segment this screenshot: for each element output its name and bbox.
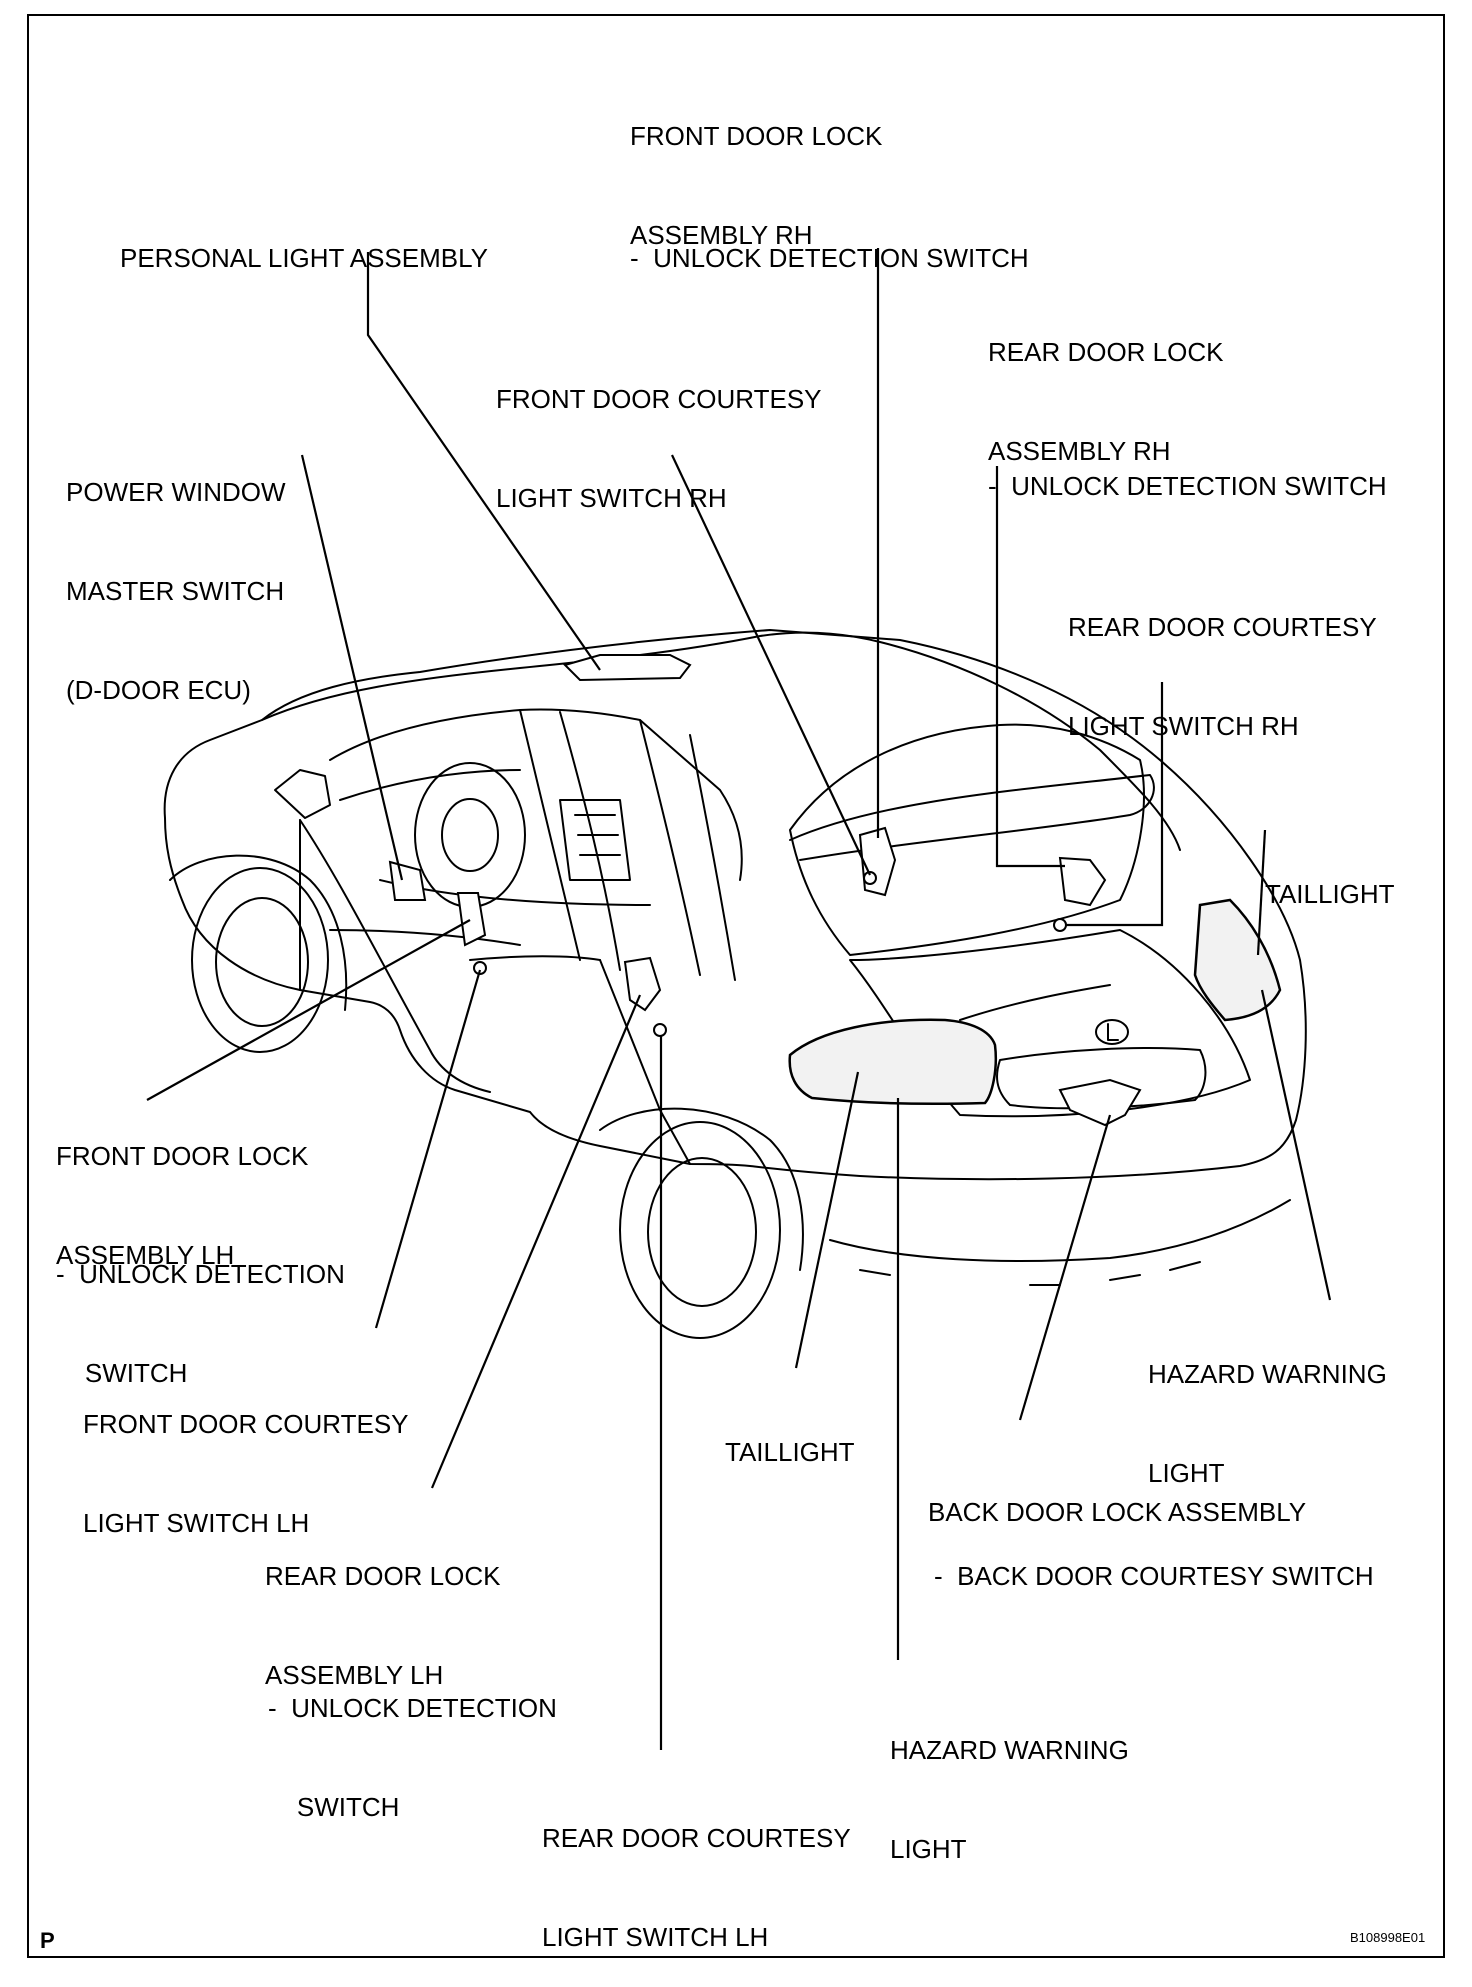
label-line: ASSEMBLY LH xyxy=(265,1660,444,1690)
back-door-lock-part xyxy=(1058,1078,1142,1127)
vehicle-plate-recess xyxy=(996,1047,1207,1110)
label-line: LIGHT xyxy=(890,1834,967,1864)
personal-light-part xyxy=(563,654,692,682)
page-mark: P xyxy=(40,1928,55,1953)
label-line: FRONT DOOR LOCK xyxy=(630,121,883,151)
label-back-door-sub: - BACK DOOR COURTESY SWITCH xyxy=(934,1494,1374,1626)
leader-rear-lock-lh xyxy=(430,994,642,1489)
label-line: FRONT DOOR LOCK xyxy=(56,1141,309,1171)
vehicle-rear-door xyxy=(599,959,691,1165)
label-front-door-lock-rh: FRONT DOOR LOCK ASSEMBLY RH xyxy=(630,54,882,285)
label-line: TAILLIGHT xyxy=(725,1437,855,1467)
label-line: (D-DOOR ECU) xyxy=(66,675,251,705)
vehicle-rear-bumper xyxy=(829,1199,1291,1262)
vehicle-emblem xyxy=(1095,1019,1129,1045)
power-window-part xyxy=(388,860,427,901)
leader-back-door-lock xyxy=(1018,1114,1112,1421)
label-front-door-lock-lh: FRONT DOOR LOCK ASSEMBLY LH xyxy=(56,1074,308,1305)
vehicle-windshield xyxy=(329,708,743,881)
label-line: BACK DOOR LOCK ASSEMBLY xyxy=(928,1497,1307,1527)
front-courtesy-rh-part xyxy=(863,871,877,885)
label-front-door-lock-rh-sub: - UNLOCK DETECTION SWITCH xyxy=(630,176,1029,308)
vehicle-b-pillar xyxy=(639,719,701,976)
label-line: FRONT DOOR COURTESY xyxy=(496,384,822,414)
leader-front-courtesy-lh xyxy=(374,969,482,1329)
label-line: LIGHT xyxy=(1148,1458,1225,1488)
vehicle-steering-wheel xyxy=(414,762,526,908)
label-line: HAZARD WARNING xyxy=(1148,1359,1387,1389)
label-back-door-lock: BACK DOOR LOCK ASSEMBLY xyxy=(928,1430,1306,1562)
label-line: LIGHT SWITCH RH xyxy=(1068,711,1299,741)
label-line: SWITCH xyxy=(56,1358,188,1388)
leader-rear-lock-rh xyxy=(995,466,1065,868)
label-line: LIGHT SWITCH LH xyxy=(83,1508,310,1538)
label-line: REAR DOOR COURTESY xyxy=(542,1823,851,1853)
label-line: REAR DOOR LOCK xyxy=(988,337,1224,367)
label-power-window: POWER WINDOW MASTER SWITCH (D-DOOR ECU) xyxy=(66,410,286,740)
front-courtesy-lh-part xyxy=(473,961,487,975)
label-line: ASSEMBLY RH xyxy=(630,220,813,250)
label-line: LIGHT SWITCH RH xyxy=(496,483,727,513)
label-line: ASSEMBLY LH xyxy=(56,1240,235,1270)
label-front-courtesy-rh: FRONT DOOR COURTESY LIGHT SWITCH RH xyxy=(496,317,822,548)
label-hazard-warning-right: HAZARD WARNING LIGHT xyxy=(1148,1292,1387,1523)
label-line: - BACK DOOR COURTESY SWITCH xyxy=(934,1561,1374,1591)
label-front-door-lock-lh-sub: - UNLOCK DETECTION SWITCH xyxy=(56,1192,345,1423)
leader-taillight-right xyxy=(1256,829,1267,956)
leader-front-courtesy-rh xyxy=(671,454,871,876)
label-line: FRONT DOOR COURTESY xyxy=(83,1409,409,1439)
leader-power-window xyxy=(300,454,404,881)
label-line: SWITCH xyxy=(268,1792,400,1822)
label-line: REAR DOOR LOCK xyxy=(265,1561,501,1591)
vehicle-rear-wheel xyxy=(619,1121,781,1339)
label-line: HAZARD WARNING xyxy=(890,1735,1129,1765)
right-taillight xyxy=(1193,898,1282,1022)
label-line: - UNLOCK DETECTION SWITCH xyxy=(630,243,1029,273)
label-line: REAR DOOR COURTESY xyxy=(1068,612,1377,642)
label-line: TAILLIGHT xyxy=(1265,879,1395,909)
vehicle-body-outline xyxy=(163,629,1307,1181)
diagram-frame xyxy=(27,14,1445,1958)
label-rear-door-lock-lh: REAR DOOR LOCK ASSEMBLY LH xyxy=(265,1494,501,1725)
leader-rear-courtesy-rh xyxy=(1066,682,1164,927)
label-personal-light: PERSONAL LIGHT ASSEMBLY xyxy=(120,176,488,308)
label-line: - UNLOCK DETECTION xyxy=(56,1259,345,1289)
leader-taillight-center xyxy=(794,1071,860,1369)
rear-courtesy-lh-part xyxy=(653,1023,667,1037)
front-lock-rh-part xyxy=(858,826,897,897)
label-line: LIGHT SWITCH LH xyxy=(542,1922,769,1952)
figure-code: B108998E01 xyxy=(1350,1930,1426,1945)
label-line: - UNLOCK DETECTION SWITCH xyxy=(988,471,1387,501)
rear-lock-rh-part xyxy=(1058,856,1107,907)
label-line: PERSONAL LIGHT ASSEMBLY xyxy=(120,243,488,273)
leader-personal-light xyxy=(366,252,601,671)
vehicle-roof xyxy=(261,631,1181,851)
label-rear-courtesy-rh: REAR DOOR COURTESY LIGHT SWITCH RH xyxy=(1068,545,1377,776)
label-line: POWER WINDOW xyxy=(66,477,286,507)
label-hazard-warning-center: HAZARD WARNING LIGHT xyxy=(890,1668,1129,1899)
label-taillight-right: TAILLIGHT xyxy=(1265,812,1395,944)
label-front-courtesy-lh: FRONT DOOR COURTESY LIGHT SWITCH LH xyxy=(83,1342,409,1573)
rear-courtesy-rh-part xyxy=(1053,918,1067,932)
vehicle-front-door xyxy=(299,819,491,1093)
label-line: MASTER SWITCH xyxy=(66,576,285,606)
label-rear-door-lock-rh: REAR DOOR LOCK ASSEMBLY RH xyxy=(988,270,1224,501)
label-taillight-center: TAILLIGHT xyxy=(725,1370,855,1502)
vehicle-spoiler xyxy=(789,774,1155,861)
label-line: ASSEMBLY RH xyxy=(988,436,1171,466)
leader-hazard-right xyxy=(1260,989,1332,1301)
vehicle-a-pillar xyxy=(519,709,581,961)
label-rear-door-lock-lh-sub: - UNLOCK DETECTION SWITCH xyxy=(268,1626,557,1857)
label-rear-courtesy-lh: REAR DOOR COURTESY LIGHT SWITCH LH xyxy=(542,1756,851,1987)
vehicle-front-wheel xyxy=(191,867,329,1053)
vehicle-rear-glass xyxy=(789,723,1145,956)
leader-front-lock-lh xyxy=(146,919,471,1101)
label-line: - UNLOCK DETECTION xyxy=(268,1693,557,1723)
label-rear-door-lock-rh-sub: - UNLOCK DETECTION SWITCH xyxy=(988,404,1387,536)
left-taillight xyxy=(788,1018,997,1106)
front-lock-lh-part xyxy=(456,892,487,947)
rear-lock-lh-part xyxy=(623,956,662,1012)
vehicle-side-mirror xyxy=(274,769,331,819)
